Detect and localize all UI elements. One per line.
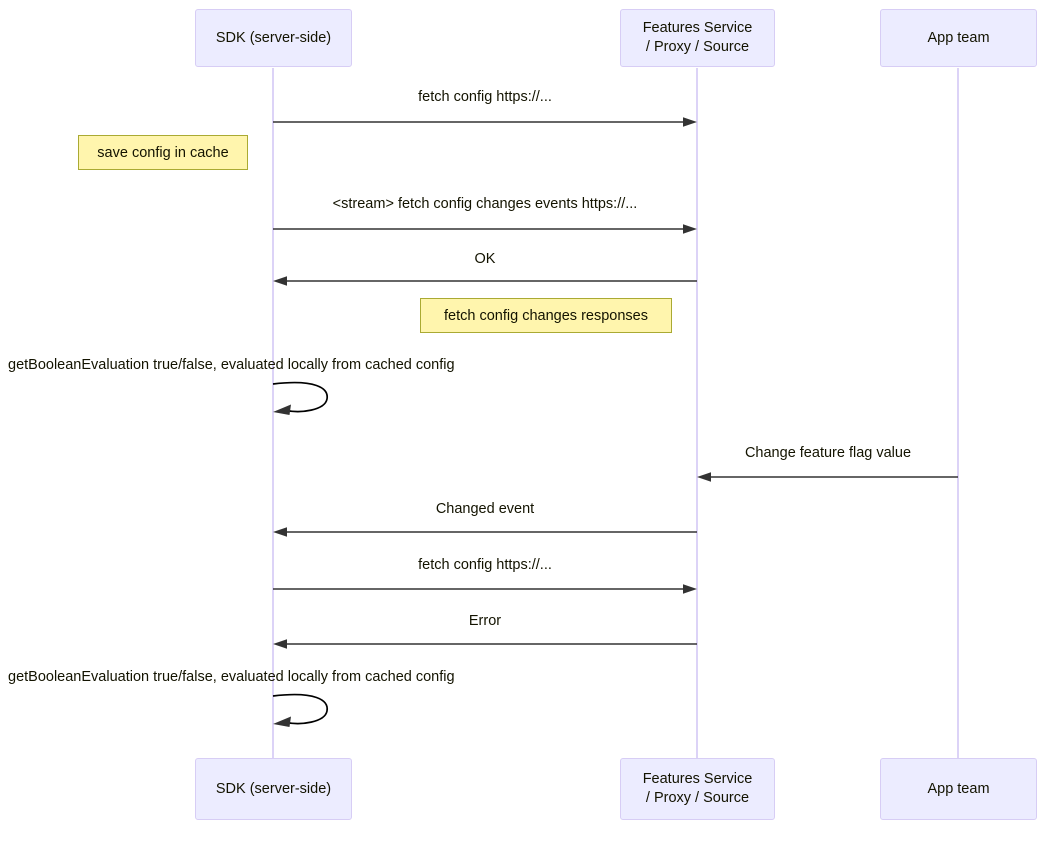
- message-label-m5: Change feature flag value: [744, 445, 912, 461]
- actor-header-sdk[interactable]: SDK (server-side): [195, 9, 352, 67]
- actor-header-appteam[interactable]: App team: [880, 9, 1037, 67]
- message-label-m2: <stream> fetch config changes events htt…: [332, 196, 638, 212]
- message-label-m4: getBooleanEvaluation true/false, evaluat…: [8, 357, 455, 373]
- message-selfloop-m9: [272, 693, 328, 727]
- message-arrow-m5: [697, 472, 958, 482]
- note-save-config-in-cache: save config in cache: [78, 135, 248, 170]
- actor-header-features[interactable]: Features Service / Proxy / Source: [620, 9, 775, 67]
- message-label-m6: Changed event: [435, 501, 535, 517]
- message-label-m7: fetch config https://...: [418, 557, 552, 573]
- message-label-m9: getBooleanEvaluation true/false, evaluat…: [8, 669, 455, 685]
- message-label-m3: OK: [474, 251, 496, 267]
- message-arrow-m2: [273, 224, 697, 234]
- message-label-m8: Error: [468, 613, 502, 629]
- actor-footer-appteam[interactable]: App team: [880, 758, 1037, 820]
- actor-footer-sdk[interactable]: SDK (server-side): [195, 758, 352, 820]
- lifeline-appteam: [957, 68, 959, 758]
- message-arrow-m1: [273, 117, 697, 127]
- message-arrow-m3: [273, 276, 697, 286]
- actor-footer-features[interactable]: Features Service / Proxy / Source: [620, 758, 775, 820]
- message-selfloop-m4: [272, 381, 328, 415]
- lifeline-features: [696, 68, 698, 758]
- note-fetch-config-changes-responses: fetch config changes responses: [420, 298, 672, 333]
- message-label-m1: fetch config https://...: [418, 89, 552, 105]
- message-arrow-m8: [273, 639, 697, 649]
- message-arrow-m6: [273, 527, 697, 537]
- message-arrow-m7: [273, 584, 697, 594]
- lifeline-sdk: [272, 68, 274, 758]
